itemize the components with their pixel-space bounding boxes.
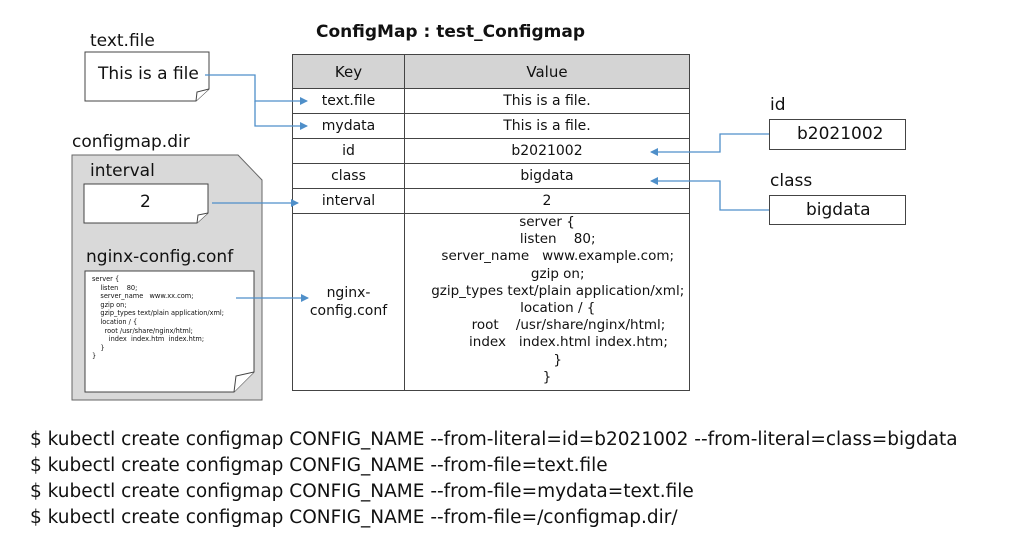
nginx-value-line: location / { [498,300,596,317]
arrow-mydata [254,101,308,130]
nginx-value-line: server { [519,214,575,230]
configmap-table: Key Value text.file This is a file. myda… [292,54,690,391]
row-key: interval [292,188,405,214]
row-value: This is a file. [404,113,690,139]
literal-id-label: id [770,95,786,115]
page-title: ConfigMap : test_Configmap [316,22,586,42]
row-value-nginx: server { listen 80; server_name www.exam… [404,213,690,391]
arrow-id [650,133,769,156]
nginx-key-line: nginx- [326,285,371,301]
text-file-note [84,51,210,102]
literal-class-label: class [770,171,813,191]
arrow-text-file [205,74,308,105]
nginx-file-line: gzip on; [92,300,127,309]
nginx-value-line: listen 80; [498,231,596,248]
nginx-key-line: config.conf [309,303,388,319]
interval-file-note [83,183,209,224]
literal-id-box [769,119,906,150]
table-row: mydata This is a file. [292,113,690,139]
nginx-file-line: gzip_types text/plain application/xml; [92,309,224,318]
command-line-1: $ kubectl create configmap CONFIG_NAME -… [30,429,958,450]
row-key: mydata [292,113,405,139]
nginx-value-line: index index.html index.htm; [426,334,668,351]
nginx-file-line: location / { [92,317,138,326]
configmap-dir-label: configmap.dir [72,132,190,152]
command-line-4: $ kubectl create configmap CONFIG_NAME -… [30,507,678,528]
literal-class-box [769,195,906,225]
table-row: interval 2 [292,188,690,214]
row-key: text.file [292,88,405,114]
header-value: Value [404,54,690,89]
nginx-file-line: listen 80; [92,283,138,292]
row-key-nginx: nginx- config.conf [292,213,405,391]
row-value: 2 [404,188,690,214]
nginx-value-line: root /usr/share/nginx/html; [428,317,666,334]
nginx-value-line: } [531,351,563,368]
nginx-file-label: nginx-config.conf [86,247,234,267]
nginx-value-line: } [542,368,552,385]
nginx-file-line: } [92,352,97,361]
nginx-file-line: root /usr/share/nginx/html; [92,326,193,335]
nginx-file-line: server_name www.xx.com; [92,292,194,301]
command-line-3: $ kubectl create configmap CONFIG_NAME -… [30,481,694,502]
literal-class-value: bigdata [806,200,871,220]
command-line-2: $ kubectl create configmap CONFIG_NAME -… [30,455,608,476]
interval-file-label: interval [90,161,155,181]
nginx-value-line: server_name www.example.com; [419,248,675,265]
literal-id-value: b2021002 [797,124,884,144]
arrow-class [650,177,769,211]
nginx-value-line: gzip_types text/plain application/xml; [409,282,685,299]
table-row: nginx- config.conf server { listen 80; s… [292,213,690,391]
nginx-file-line: index index.htm index.htm; [92,335,205,344]
nginx-file-content: server { listen 80; server_name www.xx.c… [92,275,224,361]
table-row: class bigdata [292,163,690,189]
nginx-value-line: gzip on; [509,265,585,282]
nginx-file-line: server { [92,275,120,283]
text-file-content: This is a file [98,64,199,84]
text-file-label: text.file [90,31,155,51]
row-value: bigdata [404,163,690,189]
interval-file-value: 2 [140,192,151,212]
nginx-file-note [84,270,255,393]
nginx-file-line: } [92,343,105,352]
